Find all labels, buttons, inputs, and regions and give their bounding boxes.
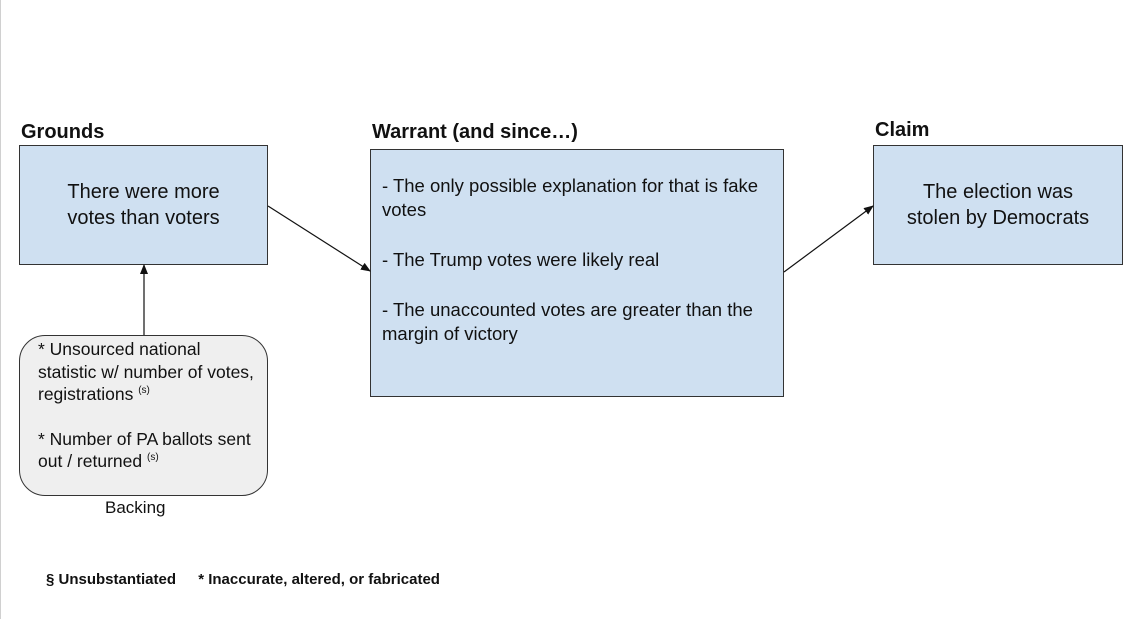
backing-item-text: * Number of PA ballots sent out / return… [38,428,251,472]
grounds-text: There were more votes than voters [67,181,220,229]
warrant-item: - The only possible explanation for that… [382,175,759,220]
warrant-title: Warrant (and since…) [372,121,578,143]
backing-label: Backing [105,498,166,517]
claim-text-line-2: stolen by Democrats [906,207,1090,229]
warrant-box[interactable]: - The only possible explanation for that… [370,149,784,397]
warrant-item: - The Trump votes were likely real [382,249,660,270]
backing-item-text: * Unsourced national statistic w/ number… [38,339,254,404]
warrant-to-claim-arrow [783,205,874,273]
grounds-title: Grounds [21,121,105,143]
grounds-box[interactable]: There were more votes than voters [19,145,268,265]
unsubstantiated-mark: (s) [146,452,159,463]
claim-text-line-1: The election was [922,181,1074,203]
canvas-left-edge [0,0,1,619]
legend-unsubstantiated: § Unsubstantiated [46,571,177,588]
claim-title: Claim [875,119,930,141]
unsubstantiated-mark: (s) [138,385,150,396]
claim-box[interactable]: The election was stolen by Democrats [873,145,1123,265]
backing-box[interactable]: * Unsourced national statistic w/ number… [19,335,268,496]
grounds-to-warrant-arrow [267,205,371,272]
backing-item: * Unsourced national statistic w/ number… [38,338,255,406]
legend-inaccurate: * Inaccurate, altered, or fabricated [198,571,440,588]
legend: § Unsubstantiated * Inaccurate, altered,… [46,571,458,589]
warrant-item: - The unaccounted votes are greater than… [382,299,753,344]
backing-item: * Number of PA ballots sent out / return… [38,428,255,473]
